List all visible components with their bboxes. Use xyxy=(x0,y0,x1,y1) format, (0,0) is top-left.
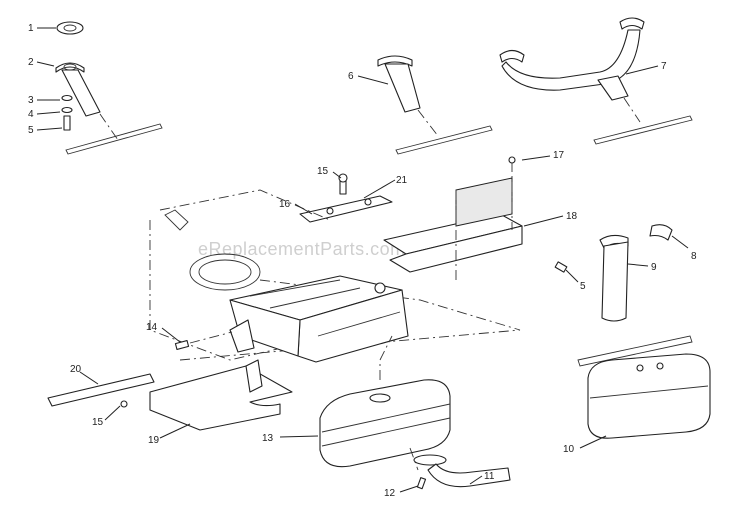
callout-16: 16 xyxy=(279,199,291,210)
bolt-14 xyxy=(174,331,233,351)
callout-15: 15 xyxy=(317,166,329,177)
exhaust-pipe-group-left xyxy=(55,21,163,155)
callout-14: 14 xyxy=(146,322,158,333)
exhaust-pipe-6 xyxy=(377,55,493,155)
tailpipe-9 xyxy=(554,224,673,322)
leader-lines xyxy=(36,27,689,493)
callout-3: 3 xyxy=(28,95,34,106)
callout-6: 6 xyxy=(348,71,354,82)
watermark-text: eReplacementParts.com xyxy=(198,239,406,259)
callout-18: 18 xyxy=(566,211,578,222)
tailpipe-11 xyxy=(409,447,511,490)
callout-5b: 5 xyxy=(580,281,586,292)
muffler-mount-bracket xyxy=(229,275,409,363)
callout-8: 8 xyxy=(691,251,697,262)
heat-shield-18 xyxy=(383,156,523,280)
callout-12: 12 xyxy=(384,488,396,499)
callout-1: 1 xyxy=(28,23,34,34)
muffler-10 xyxy=(577,335,711,439)
callout-4: 4 xyxy=(28,109,34,120)
callout-9: 9 xyxy=(651,262,657,273)
callout-10: 10 xyxy=(563,444,575,455)
callout-13: 13 xyxy=(262,433,274,444)
callout-7: 7 xyxy=(661,61,667,72)
muffler-13 xyxy=(319,335,451,468)
callout-20: 20 xyxy=(70,364,82,375)
callout-15b: 15 xyxy=(92,417,104,428)
bracket-16-assembly xyxy=(299,173,393,223)
callout-5: 5 xyxy=(28,125,34,136)
gasket-strip-20 xyxy=(47,373,155,407)
callout-19: 19 xyxy=(148,435,160,446)
callout-17: 17 xyxy=(553,150,565,161)
callout-11: 11 xyxy=(484,471,495,482)
shield-plate-19 xyxy=(120,359,293,431)
exhaust-manifold-7 xyxy=(499,17,693,145)
callout-21: 21 xyxy=(396,175,408,186)
callout-2: 2 xyxy=(28,57,34,68)
callout-labels: 1 2 3 4 5 6 7 8 9 5 10 11 12 13 14 15 15… xyxy=(28,23,697,499)
